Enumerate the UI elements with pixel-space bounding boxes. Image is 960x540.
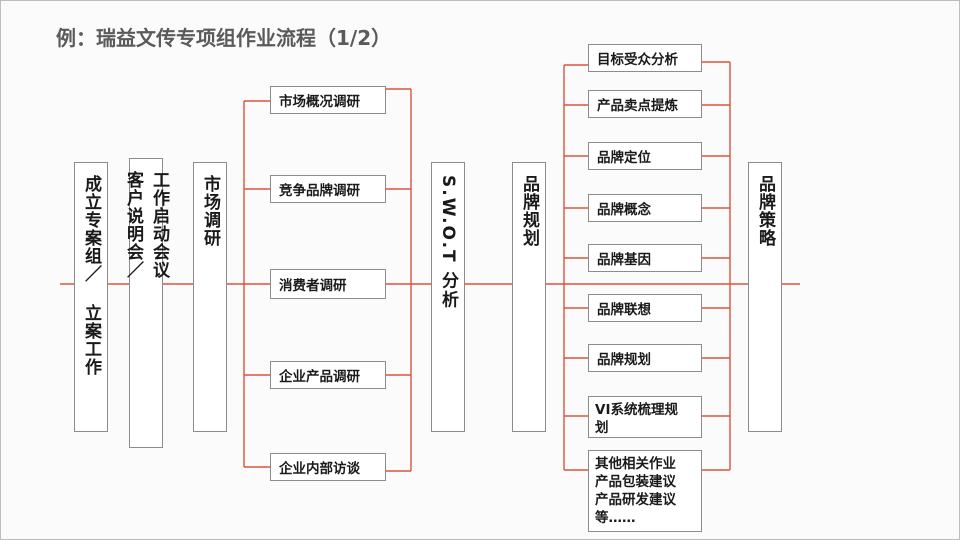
stage-setup: 成立专案组／ 立案工作 xyxy=(74,162,108,432)
planning-item-label: 品牌联想 xyxy=(597,302,651,318)
planning-item-label: 产品研发建议 xyxy=(595,492,676,508)
planning-item-label: 等…… xyxy=(595,510,636,526)
planning-item-brand-planning: 品牌规划 xyxy=(588,344,702,372)
planning-item-other: 其他相关作业 产品包装建议 产品研发建议 等…… xyxy=(588,450,702,532)
planning-item-label: 产品卖点提炼 xyxy=(597,98,678,114)
stage-brand-strategy-label: 品牌策略 xyxy=(755,175,775,247)
planning-item-label: 其他相关作业 xyxy=(595,456,676,472)
research-item-label: 企业产品调研 xyxy=(279,369,360,385)
planning-item-selling-points: 产品卖点提炼 xyxy=(588,90,702,118)
planning-item-gene: 品牌基因 xyxy=(588,244,702,272)
planning-item-audience: 目标受众分析 xyxy=(588,44,702,72)
research-item-label: 企业内部访谈 xyxy=(279,461,360,477)
stage-market-research: 市场调研 xyxy=(193,162,227,432)
stage-swot-label: S.W.O.T 分析 xyxy=(438,175,458,310)
research-item-competitors: 竞争品牌调研 xyxy=(270,175,386,203)
stage-kickoff-label-1: 客户说明会／ xyxy=(123,171,143,279)
stage-brand-planning-label: 品牌规划 xyxy=(519,175,539,247)
planning-item-label: 目标受众分析 xyxy=(597,52,678,68)
research-item-products: 企业产品调研 xyxy=(270,361,386,389)
planning-item-label: 产品包装建议 xyxy=(595,474,676,490)
stage-kickoff: 客户说明会／ 工作启动会议 xyxy=(123,158,169,448)
page-title: 例：瑞益文传专项组作业流程（1/2） xyxy=(56,26,392,50)
planning-item-concept: 品牌概念 xyxy=(588,194,702,222)
research-item-label: 消费者调研 xyxy=(279,278,347,294)
planning-item-label: 品牌定位 xyxy=(597,150,651,166)
stage-setup-label: 成立专案组／ 立案工作 xyxy=(81,175,101,376)
research-item-internal-interviews: 企业内部访谈 xyxy=(270,453,386,481)
stage-brand-strategy: 品牌策略 xyxy=(748,162,782,432)
planning-item-label: 品牌规划 xyxy=(597,352,651,368)
research-item-market-overview: 市场概况调研 xyxy=(270,86,386,114)
stage-market-research-label: 市场调研 xyxy=(200,175,220,247)
planning-item-label: 品牌基因 xyxy=(597,252,651,268)
stage-swot: S.W.O.T 分析 xyxy=(431,162,465,432)
research-item-consumers: 消费者调研 xyxy=(270,269,386,299)
research-item-label: 市场概况调研 xyxy=(279,94,360,110)
planning-item-label: VI系统梳理规 xyxy=(595,402,678,418)
planning-item-positioning: 品牌定位 xyxy=(588,142,702,170)
planning-item-vi-system: VI系统梳理规 划 xyxy=(588,396,702,438)
stage-brand-planning: 品牌规划 xyxy=(512,162,546,432)
planning-item-label: 品牌概念 xyxy=(597,202,651,218)
planning-item-association: 品牌联想 xyxy=(588,294,702,322)
research-item-label: 竞争品牌调研 xyxy=(279,183,360,199)
planning-item-label: 划 xyxy=(595,420,609,436)
stage-kickoff-label-2: 工作启动会议 xyxy=(149,171,169,279)
